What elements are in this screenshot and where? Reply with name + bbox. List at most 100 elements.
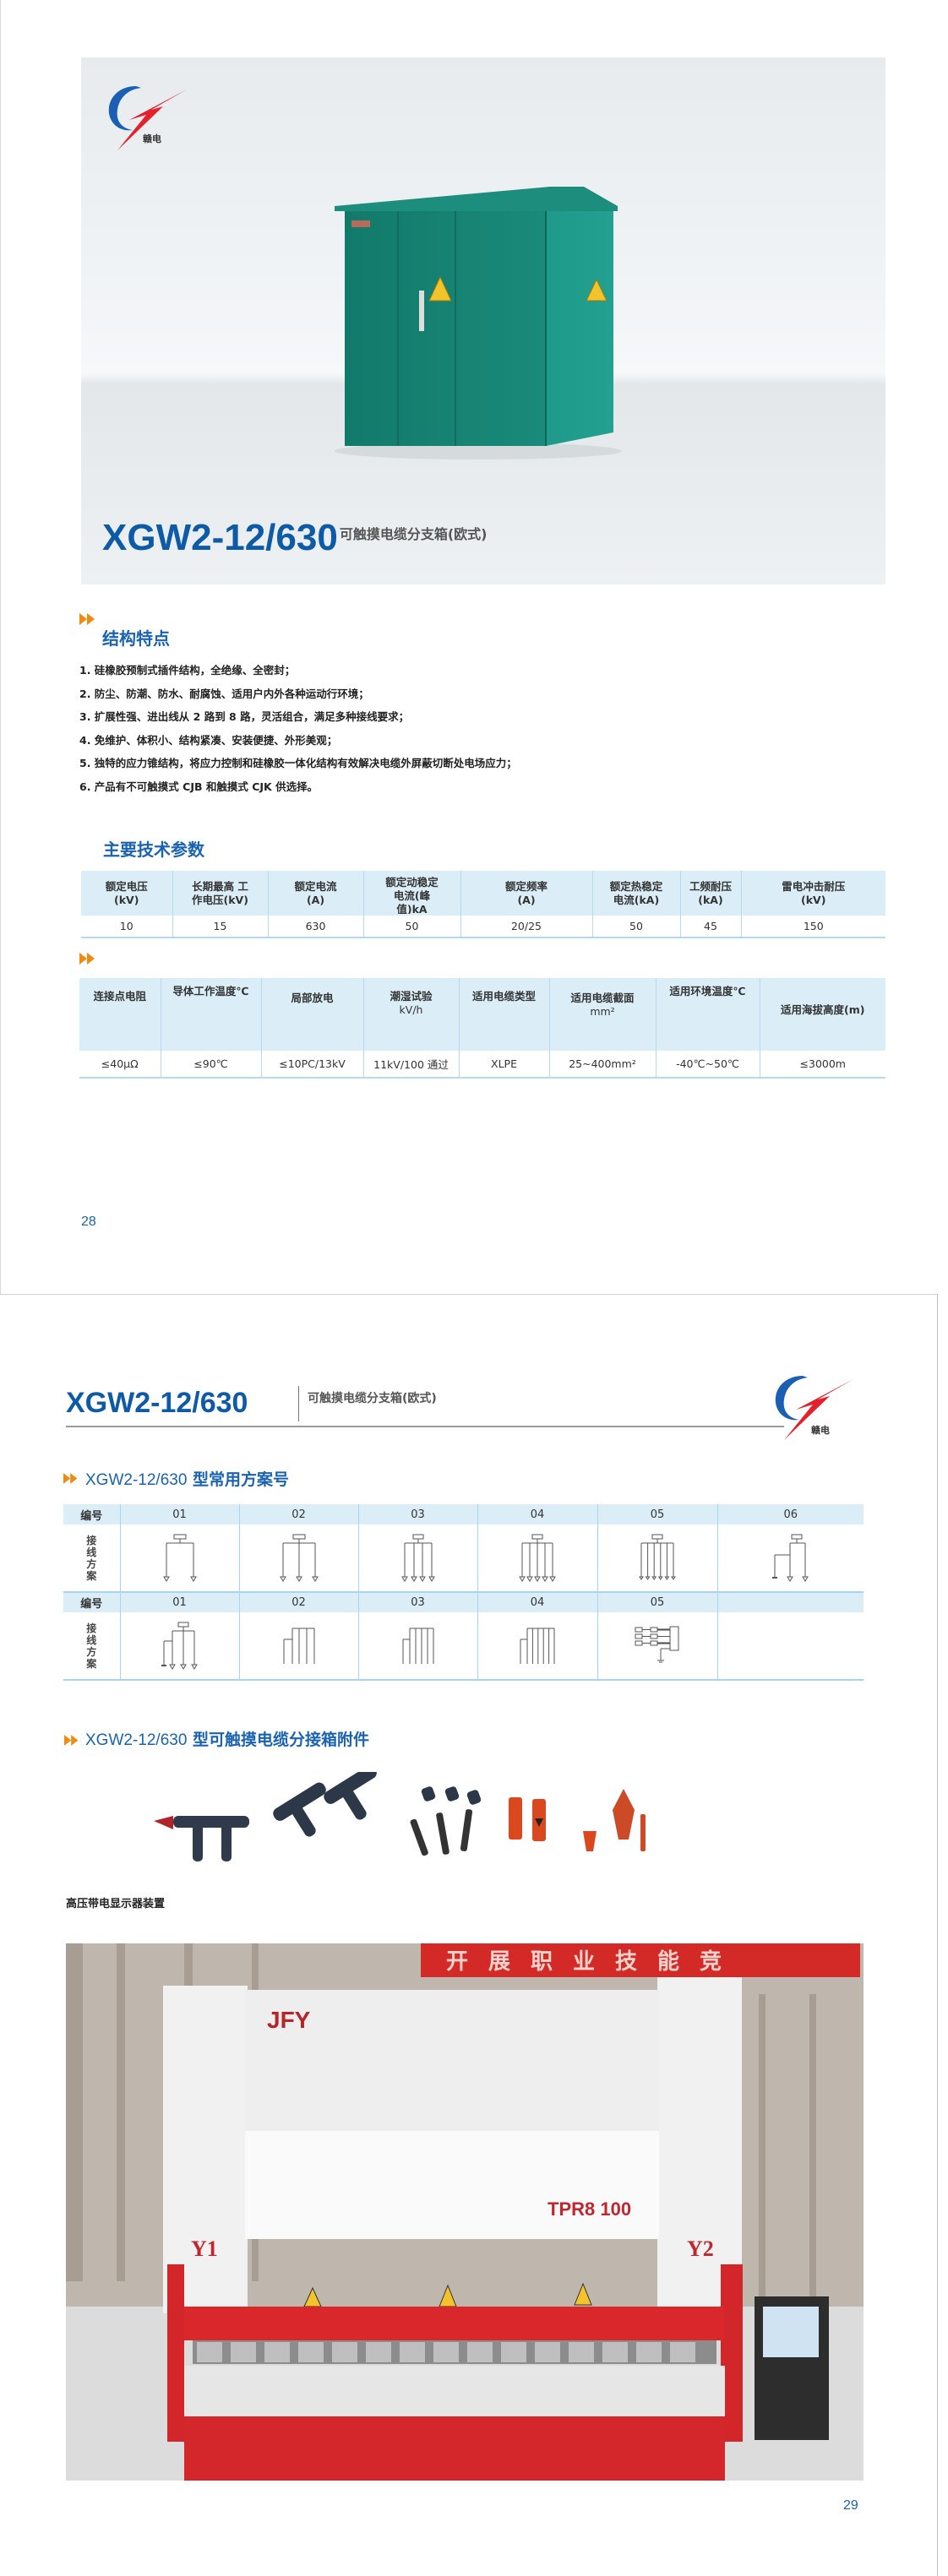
logo-icon <box>108 86 187 150</box>
double-arrow-icon <box>79 613 98 625</box>
y2-label: Y2 <box>687 2236 714 2261</box>
wiring-diagram-bus-5-icon <box>358 1612 478 1681</box>
header-rated-current: 额定电流(A) <box>268 871 364 916</box>
scheme-number: 03 <box>358 1592 478 1612</box>
scheme-number: 03 <box>358 1504 478 1524</box>
features-list: 1. 硅橡胶预制式插件结构，全绝缘、全密封； 2. 防尘、防潮、防水、耐腐蚀、适… <box>79 659 517 799</box>
value-cell: 150 <box>741 916 885 938</box>
row-label-wiring: 接线方案 <box>63 1612 121 1681</box>
wiring-scheme-table: 编号 01 02 03 04 05 06 接线方案 <box>63 1504 864 1681</box>
catalog-page-29: XGW2-12/630 可触摸电缆分支箱(欧式) 赣电 XGW2-12/630 … <box>0 1294 938 2576</box>
scheme-number: 02 <box>239 1504 359 1524</box>
value-cell: 50 <box>592 916 681 938</box>
row-label-number: 编号 <box>63 1504 121 1524</box>
brand-logo: 赣电 <box>769 1371 862 1447</box>
wiring-diagram-ground-4way-icon <box>120 1612 240 1681</box>
header-thermal-current: 额定热稳定电流(kA) <box>592 871 681 916</box>
value-cell: 630 <box>268 916 364 938</box>
tech-params-table-1: 额定电压(kV) 长期最高 工作电压(kV) 额定电流(A) 额定动稳定电流(峰… <box>81 871 885 938</box>
double-arrow-icon <box>63 1473 80 1484</box>
row-label-wiring: 接线方案 <box>63 1524 121 1593</box>
scheme-number: 06 <box>717 1504 864 1524</box>
feature-item: 1. 硅橡胶预制式插件结构，全绝缘、全密封； <box>79 664 296 677</box>
empty-cell <box>717 1612 864 1681</box>
hero-title: XGW2-12/630 可触摸电缆分支箱(欧式) <box>102 518 487 558</box>
value-cell: 25~400mm² <box>549 1051 657 1079</box>
feature-item: 3. 扩展性强、进出线从 2 路到 8 路，灵活组合，满足多种接线要求； <box>79 710 410 724</box>
wiring-diagram-ground-icon <box>717 1524 864 1593</box>
header-partial-discharge: 局部放电 <box>261 978 364 1051</box>
wiring-diagram-3way-icon <box>239 1524 359 1593</box>
schemes-heading: XGW2-12/630 型常用方案号 <box>85 1470 290 1489</box>
header-rule <box>66 1426 784 1427</box>
wiring-diagram-bus-6-icon <box>477 1612 598 1681</box>
row-label-number: 编号 <box>63 1592 121 1612</box>
header-contact-resistance: 连接点电阻 <box>79 978 161 1051</box>
page-number: 29 <box>843 2498 858 2513</box>
feature-item: 4. 免维护、体积小、结构紧凑、安装便捷、外形美观； <box>79 733 338 747</box>
machine-brand-text: JFY <box>267 2007 311 2033</box>
page-number: 28 <box>81 1215 96 1229</box>
value-cell: 45 <box>680 916 742 938</box>
machine-model-text: TPR8 100 <box>548 2198 631 2220</box>
tech-params-heading: 主要技术参数 <box>103 840 204 860</box>
accessories-image <box>144 1772 693 1865</box>
cabinet-product-image <box>335 182 622 461</box>
feature-item: 2. 防尘、防潮、防水、耐腐蚀、适用户内外各种运动行环境； <box>79 687 369 700</box>
value-cell: 10 <box>81 916 173 938</box>
press-brake-photo: 开展职业技能竞 JFY TPR8 100 Y1 Y2 <box>66 1943 864 2481</box>
header-lightning-withstand: 雷电冲击耐压(kV) <box>741 871 885 916</box>
caption-live-display-device: 高压带电显示器装置 <box>66 1898 166 1910</box>
feature-item: 5. 独特的应力锥结构，将应力控制和硅橡胶一体化结构有效解决电缆外屏蔽切断处电场… <box>79 757 517 770</box>
double-arrow-icon <box>64 1735 81 1746</box>
scheme-number: 02 <box>239 1592 359 1612</box>
scheme-number: 01 <box>120 1592 240 1612</box>
catalog-page-28: 赣电 <box>0 0 885 1294</box>
logo-icon <box>775 1376 853 1440</box>
scheme-number: 05 <box>597 1504 718 1524</box>
header-rated-voltage: 额定电压(kV) <box>81 871 173 916</box>
page-header: XGW2-12/630 可触摸电缆分支箱(欧式) <box>66 1379 784 1428</box>
header-ambient-temp: 适用环境温度℃ <box>656 978 760 1051</box>
wiring-diagram-indicator-icon <box>597 1612 718 1681</box>
wiring-diagram-6way-icon <box>597 1524 718 1593</box>
brand-name: 赣电 <box>811 1425 830 1436</box>
product-subtitle: 可触摸电缆分支箱(欧式) <box>339 526 488 542</box>
wiring-diagram-2way-icon <box>120 1524 240 1593</box>
y1-label: Y1 <box>191 2236 218 2261</box>
header-subtitle: 可触摸电缆分支箱(欧式) <box>308 1392 437 1405</box>
feature-item: 6. 产品有不可触摸式 CJB 和触摸式 CJK 供选择。 <box>79 780 319 793</box>
banner-text: 开展职业技能竞 <box>446 1948 742 1975</box>
accessories-heading: XGW2-12/630 型可触摸电缆分接箱附件 <box>85 1731 370 1749</box>
scheme-number: 01 <box>120 1504 240 1524</box>
header-altitude: 适用海拔高度(m) <box>760 978 885 1051</box>
header-model: XGW2-12/630 <box>66 1387 248 1419</box>
header-rated-frequency: 额定频率(A) <box>460 871 593 916</box>
header-divider <box>298 1386 299 1421</box>
header-conductor-temp: 导体工作温度℃ <box>161 978 262 1051</box>
double-arrow-icon <box>79 953 98 965</box>
value-cell: XLPE <box>459 1051 550 1079</box>
hero-banner: 赣电 <box>81 57 885 584</box>
value-cell: -40℃~50℃ <box>656 1051 760 1079</box>
value-cell: 11kV/100 通过 <box>363 1051 460 1079</box>
header-max-voltage: 长期最高 工作电压(kV) <box>172 871 269 916</box>
scheme-number <box>717 1592 864 1612</box>
value-cell: ≤90℃ <box>161 1051 262 1079</box>
wiring-diagram-bus-4-icon <box>239 1612 359 1681</box>
header-power-freq-withstand: 工频耐压(kA) <box>680 871 742 916</box>
value-cell: ≤3000m <box>760 1051 885 1079</box>
brand-logo: 赣电 <box>102 81 195 157</box>
scheme-number: 05 <box>597 1592 718 1612</box>
value-cell: ≤10PC/13kV <box>261 1051 364 1079</box>
brand-name: 赣电 <box>143 133 161 144</box>
product-model: XGW2-12/630 <box>102 517 338 558</box>
value-cell: 20/25 <box>460 916 593 938</box>
value-cell: 50 <box>363 916 461 938</box>
value-cell: ≤40μΩ <box>79 1051 161 1079</box>
features-heading: 结构特点 <box>102 628 170 649</box>
scheme-number: 04 <box>477 1592 598 1612</box>
